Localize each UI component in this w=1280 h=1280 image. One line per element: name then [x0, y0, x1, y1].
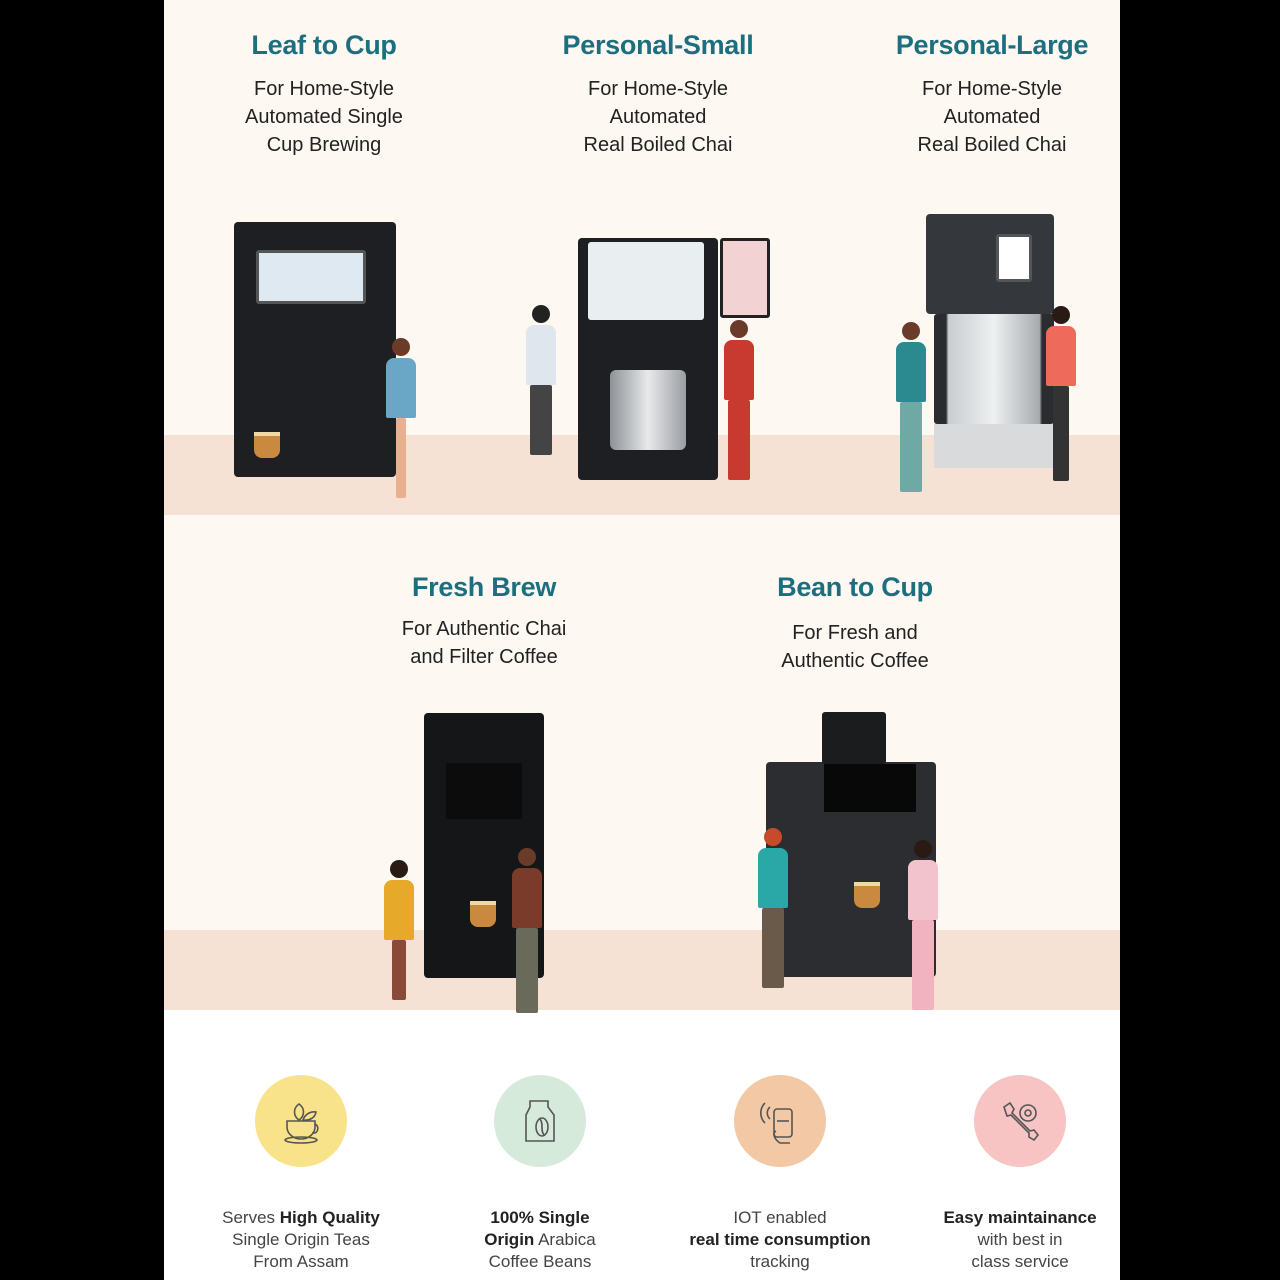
desc-line: For Fresh and — [792, 622, 918, 644]
feature-text: Easy maintainance with best in class servi… — [900, 1207, 1120, 1273]
drink-menu-screen — [824, 764, 916, 812]
phone-tracking-icon — [734, 1075, 826, 1167]
desc-line: Real Boiled Chai — [583, 134, 733, 156]
text-segment: tracking — [750, 1252, 810, 1271]
coffee-bag-icon — [494, 1075, 586, 1167]
boiling-pot — [610, 370, 686, 450]
person-illustration — [758, 828, 788, 988]
feature-text: IOT enabled real time consumption tracking — [660, 1207, 900, 1273]
steel-cabinet — [934, 314, 1054, 424]
text-segment: IOT enabled — [733, 1208, 827, 1227]
text-segment: Coffee Beans — [488, 1252, 592, 1271]
text-segment: class service — [971, 1252, 1069, 1271]
text-bold: Easy maintainance — [943, 1208, 1097, 1227]
person-illustration — [526, 305, 556, 455]
desc-line: For Home-Style — [253, 78, 395, 100]
person-illustration — [724, 320, 754, 480]
touch-screen — [256, 250, 366, 304]
person-illustration — [512, 848, 542, 1013]
touch-screen — [996, 234, 1032, 282]
person-illustration — [384, 860, 414, 1000]
text-segment: From Assam — [253, 1252, 349, 1271]
desc-line: Cup Brewing — [266, 134, 382, 156]
ingredient-canisters — [588, 242, 704, 320]
product-description: For Authentic Chai and Filter Coffee — [334, 615, 634, 671]
machine-base — [934, 424, 1054, 468]
wrench-gear-icon — [974, 1075, 1066, 1167]
desc-line: and Filter Coffee — [410, 646, 558, 668]
tea-leaf-cup-icon — [255, 1075, 347, 1167]
text-segment: Single Origin Teas — [232, 1230, 370, 1249]
text-segment: Serves — [222, 1208, 280, 1227]
product-title: Personal-Small — [562, 30, 754, 60]
cup-icon — [254, 432, 280, 458]
product-title: Fresh Brew — [411, 572, 557, 602]
text-bold: Origin — [484, 1230, 535, 1249]
product-title: Bean to Cup — [777, 572, 933, 602]
text-bold: real time consumption — [689, 1230, 871, 1249]
product-fresh-brew: Fresh Brew For Authentic Chai and Filter … — [334, 572, 634, 671]
desc-line: Authentic Coffee — [781, 650, 929, 672]
desc-line: For Home-Style — [921, 78, 1063, 100]
floor-band — [164, 930, 1120, 1010]
bean-hopper — [822, 712, 886, 764]
text-bold: High Quality — [279, 1208, 380, 1227]
person-illustration — [386, 338, 416, 498]
desc-line: For Authentic Chai — [401, 618, 567, 640]
desc-line: For Home-Style — [587, 78, 729, 100]
text-segment: Arabica — [534, 1230, 596, 1249]
desc-line: Automated — [943, 106, 1041, 128]
desc-line: Real Boiled Chai — [917, 134, 1067, 156]
desc-line: Automated Single — [245, 106, 403, 128]
personal-large-machine — [926, 214, 1054, 314]
feature-iot: IOT enabled real time consumption tracking — [660, 1075, 900, 1273]
drink-menu-screen — [446, 763, 522, 819]
person-illustration — [908, 840, 938, 1010]
product-title: Leaf to Cup — [251, 30, 397, 60]
person-illustration — [1046, 306, 1076, 481]
product-title: Personal-Large — [895, 30, 1089, 60]
text-bold: 100% Single — [490, 1208, 590, 1227]
cup-icon — [854, 882, 880, 908]
cup-icon — [470, 901, 496, 927]
personal-small-machine — [578, 238, 718, 480]
control-panel — [720, 238, 770, 318]
text-segment: with best in — [977, 1230, 1063, 1249]
desc-line: Automated — [609, 106, 707, 128]
person-illustration — [896, 322, 926, 492]
bean-to-cup-machine — [766, 712, 936, 977]
feature-maintenance: Easy maintainance with best in class servi… — [900, 1075, 1120, 1273]
leaf-to-cup-machine — [234, 222, 396, 477]
